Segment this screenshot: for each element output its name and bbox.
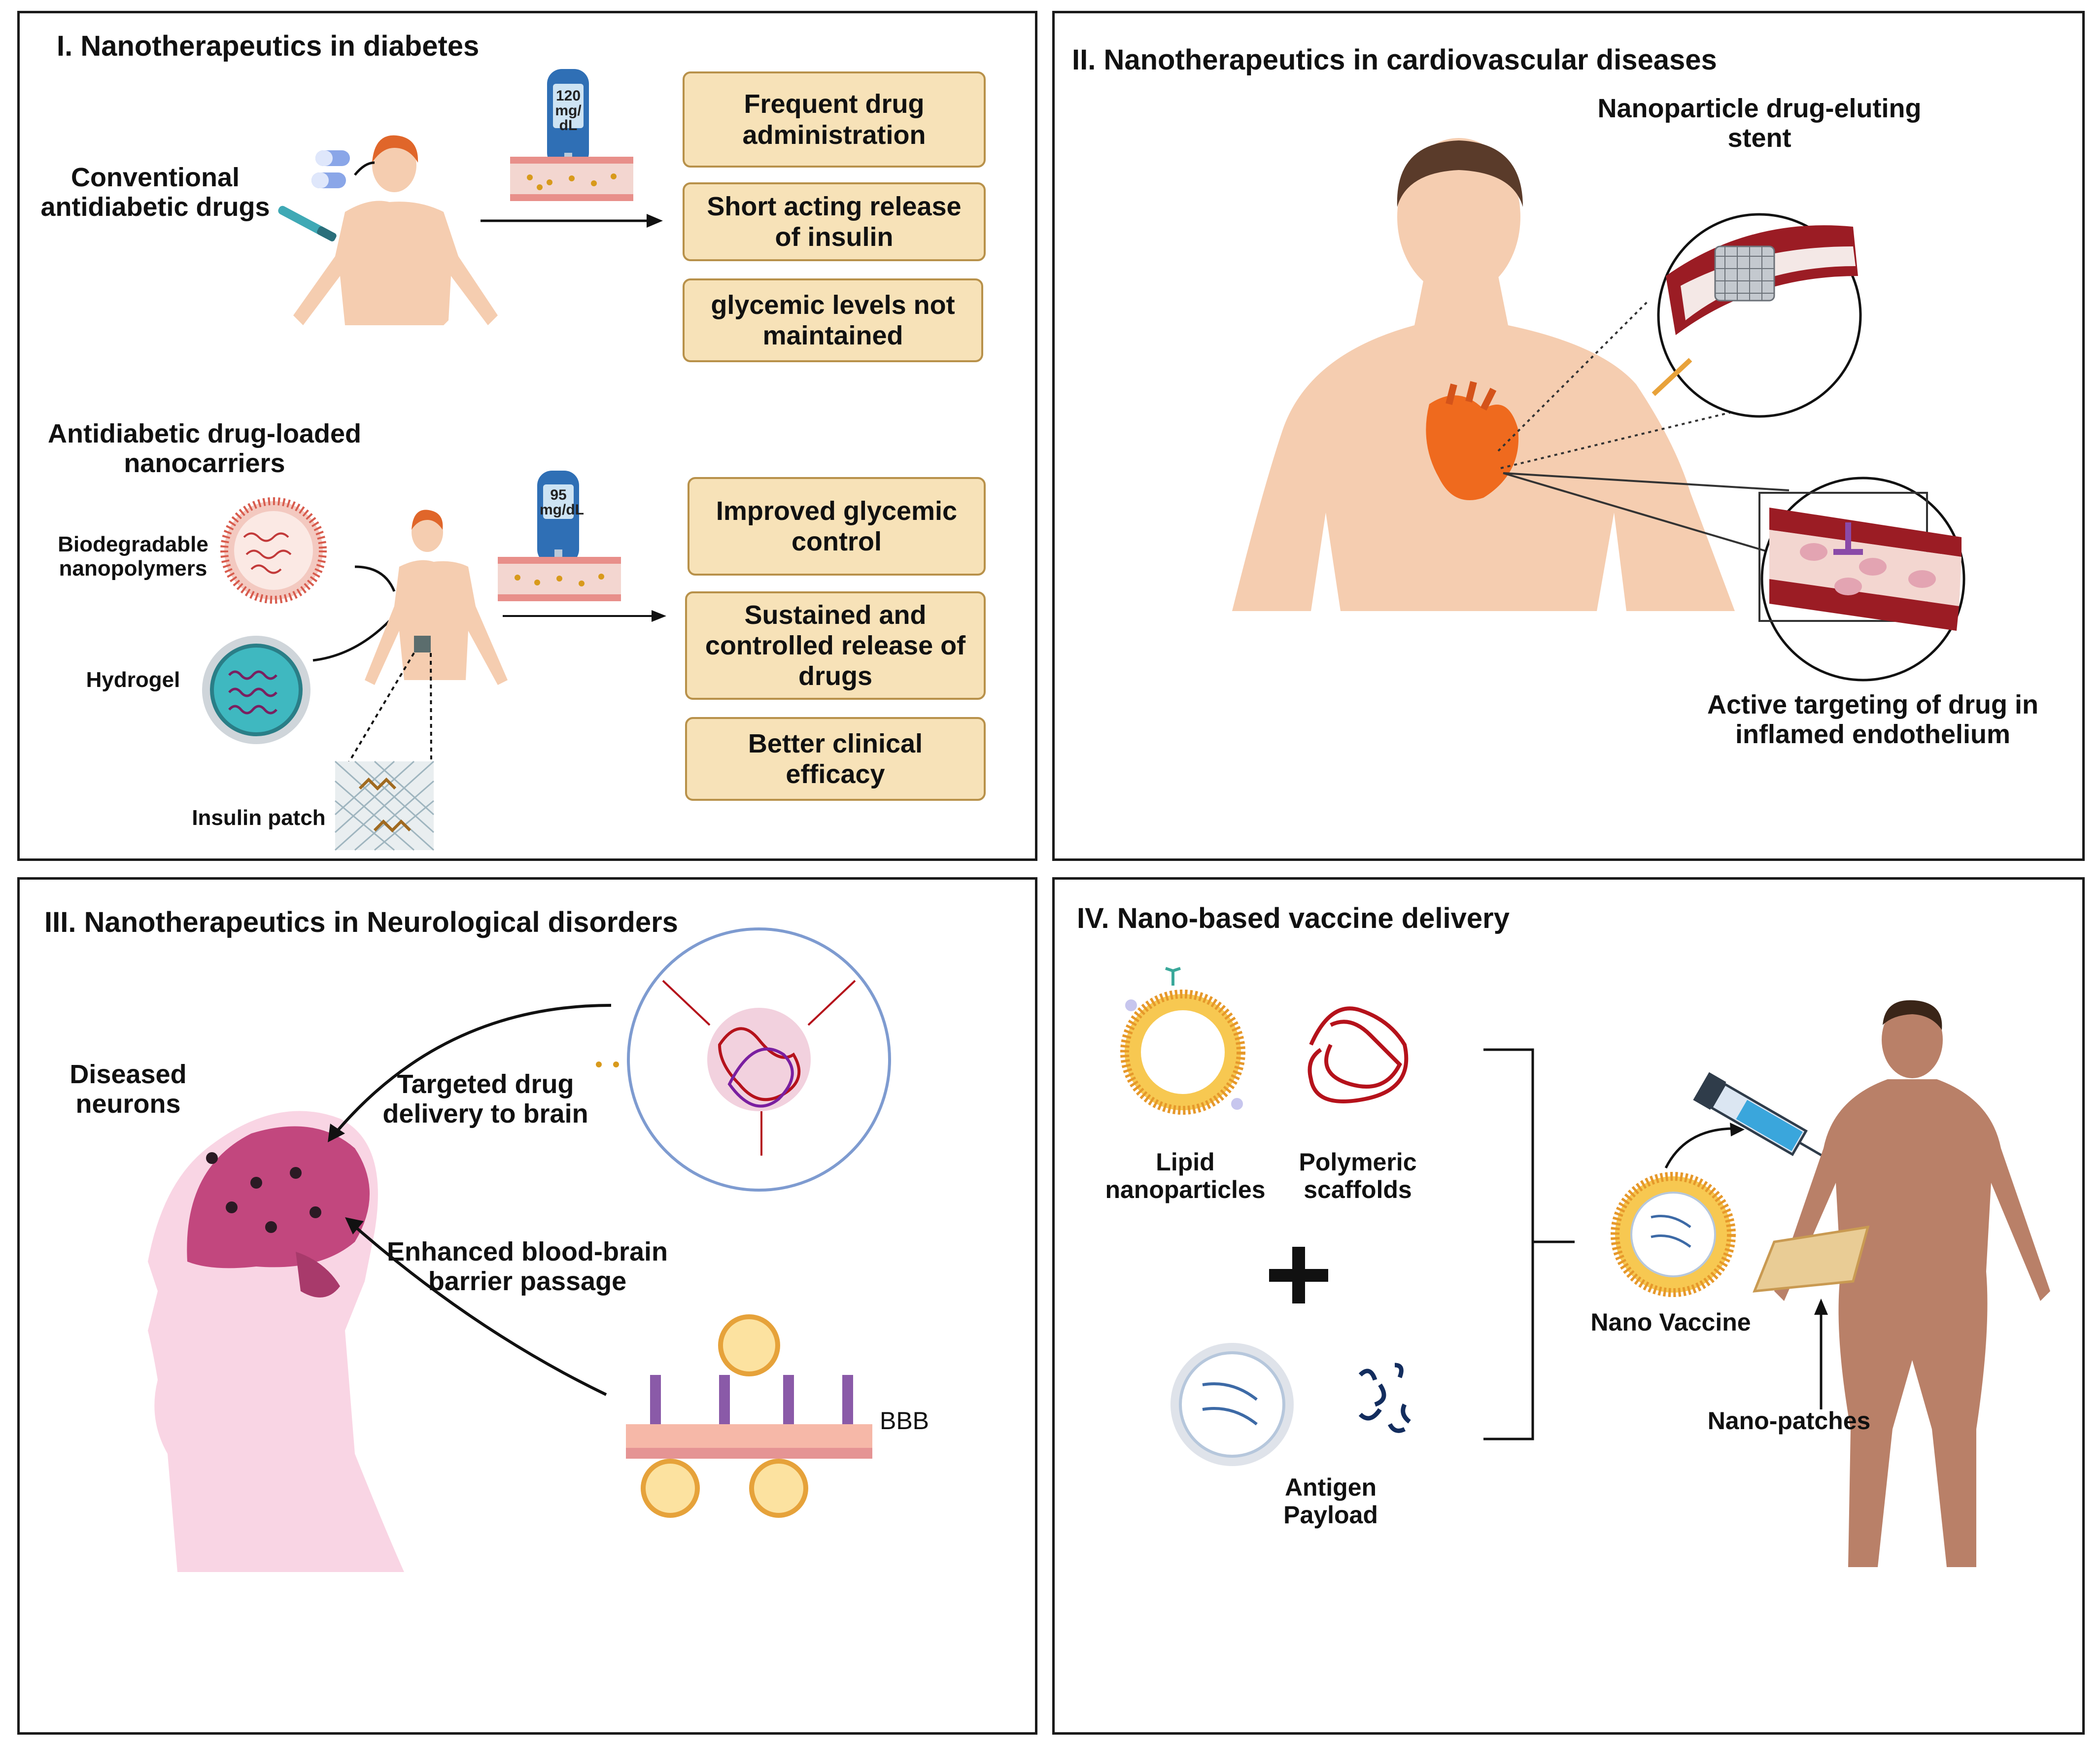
- glucose-meter-icon-1: [547, 69, 589, 172]
- targeted-delivery-label: Targeted drug delivery to brain: [382, 1069, 588, 1129]
- diseased-neurons-label: Diseased neurons: [69, 1060, 187, 1119]
- panel-cardiovascular-title: II. Nanotherapeutics in cardiovascular d…: [1072, 44, 1717, 76]
- panel-neurological-title: III. Nanotherapeutics in Neurological di…: [44, 906, 678, 938]
- nanocarrier-heading: Antidiabetic drug-loaded nanocarriers: [47, 419, 361, 479]
- box-frequent-administration: Frequent drug administration: [683, 71, 986, 168]
- syringe-icon: [1693, 1072, 1847, 1171]
- nano-patch-icon: [1753, 1225, 1870, 1293]
- conventional-drugs-label: Conventional antidiabetic drugs: [40, 163, 270, 222]
- box-short-acting-release: Short acting release of insulin: [683, 182, 986, 261]
- panel-vaccine-title: IV. Nano-based vaccine delivery: [1077, 902, 1510, 934]
- box-glycemic-not-maintained: glycemic levels not maintained: [683, 278, 983, 362]
- insulin-patch-icon: [334, 760, 435, 851]
- blood-vessel-icon-1: [510, 157, 633, 201]
- antigen-capsule-icon: [1170, 1343, 1294, 1466]
- glucose-meter-icon-2: [537, 471, 579, 569]
- lipid-nanoparticle-icon: [1120, 967, 1245, 1115]
- biodegradable-label: Biodegradable nanopolymers: [58, 532, 208, 581]
- antigen-fragments-icon: [1358, 1363, 1411, 1433]
- panel-diabetes-title: I. Nanotherapeutics in diabetes: [57, 30, 480, 62]
- meter1-reading: 120 mg/ dL: [555, 88, 582, 134]
- person-nanocarrier-figure: [365, 510, 508, 685]
- nano-vaccine-icon: [1611, 1172, 1736, 1297]
- stent-label: Nanoparticle drug-eluting stent: [1597, 94, 1922, 153]
- bbb-barrier-icon: [626, 1314, 872, 1518]
- endothelium-vessel-icon: [1758, 477, 1965, 682]
- bbb-label: BBB: [879, 1407, 930, 1435]
- polymeric-scaffold-icon: [1301, 998, 1414, 1111]
- pills-icon: [311, 150, 350, 188]
- vaccine-person-figure: [1774, 1000, 2050, 1567]
- hydrogel-icon: [202, 636, 310, 744]
- nano-vaccine-label: Nano Vaccine: [1590, 1308, 1751, 1336]
- insulin-pen-icon: [278, 205, 337, 241]
- plus-icon: [1269, 1247, 1328, 1303]
- meter2-reading: 95 mg/dL: [540, 487, 584, 518]
- neuron-cluster-icon: [206, 1152, 321, 1233]
- nanopolymer-icon: [220, 497, 327, 604]
- blood-vessel-icon-2: [498, 557, 621, 601]
- polymeric-scaffolds-label: Polymeric scaffolds: [1299, 1148, 1417, 1203]
- head-profile-figure: [148, 1111, 404, 1572]
- heart-icon: [1426, 381, 1519, 500]
- box-better-efficacy: Better clinical efficacy: [685, 717, 986, 801]
- antigen-payload-label: Antigen Payload: [1283, 1473, 1378, 1529]
- lipid-nanoparticles-label: Lipid nanoparticles: [1105, 1148, 1266, 1203]
- box-sustained-release: Sustained and controlled release of drug…: [685, 591, 986, 700]
- hydrogel-label: Hydrogel: [86, 668, 180, 692]
- person-conventional-figure: [293, 135, 498, 325]
- targeting-label: Active targeting of drug in inflamed end…: [1707, 690, 2039, 750]
- stent-vessel-icon: [1652, 213, 1862, 418]
- bbb-passage-label: Enhanced blood-brain barrier passage: [386, 1237, 668, 1297]
- box-improved-glycemic: Improved glycemic control: [688, 477, 986, 576]
- insulin-patch-label: Insulin patch: [192, 806, 326, 830]
- nano-patches-label: Nano-patches: [1707, 1407, 1871, 1435]
- targeted-nanoparticle-icon: [627, 927, 891, 1192]
